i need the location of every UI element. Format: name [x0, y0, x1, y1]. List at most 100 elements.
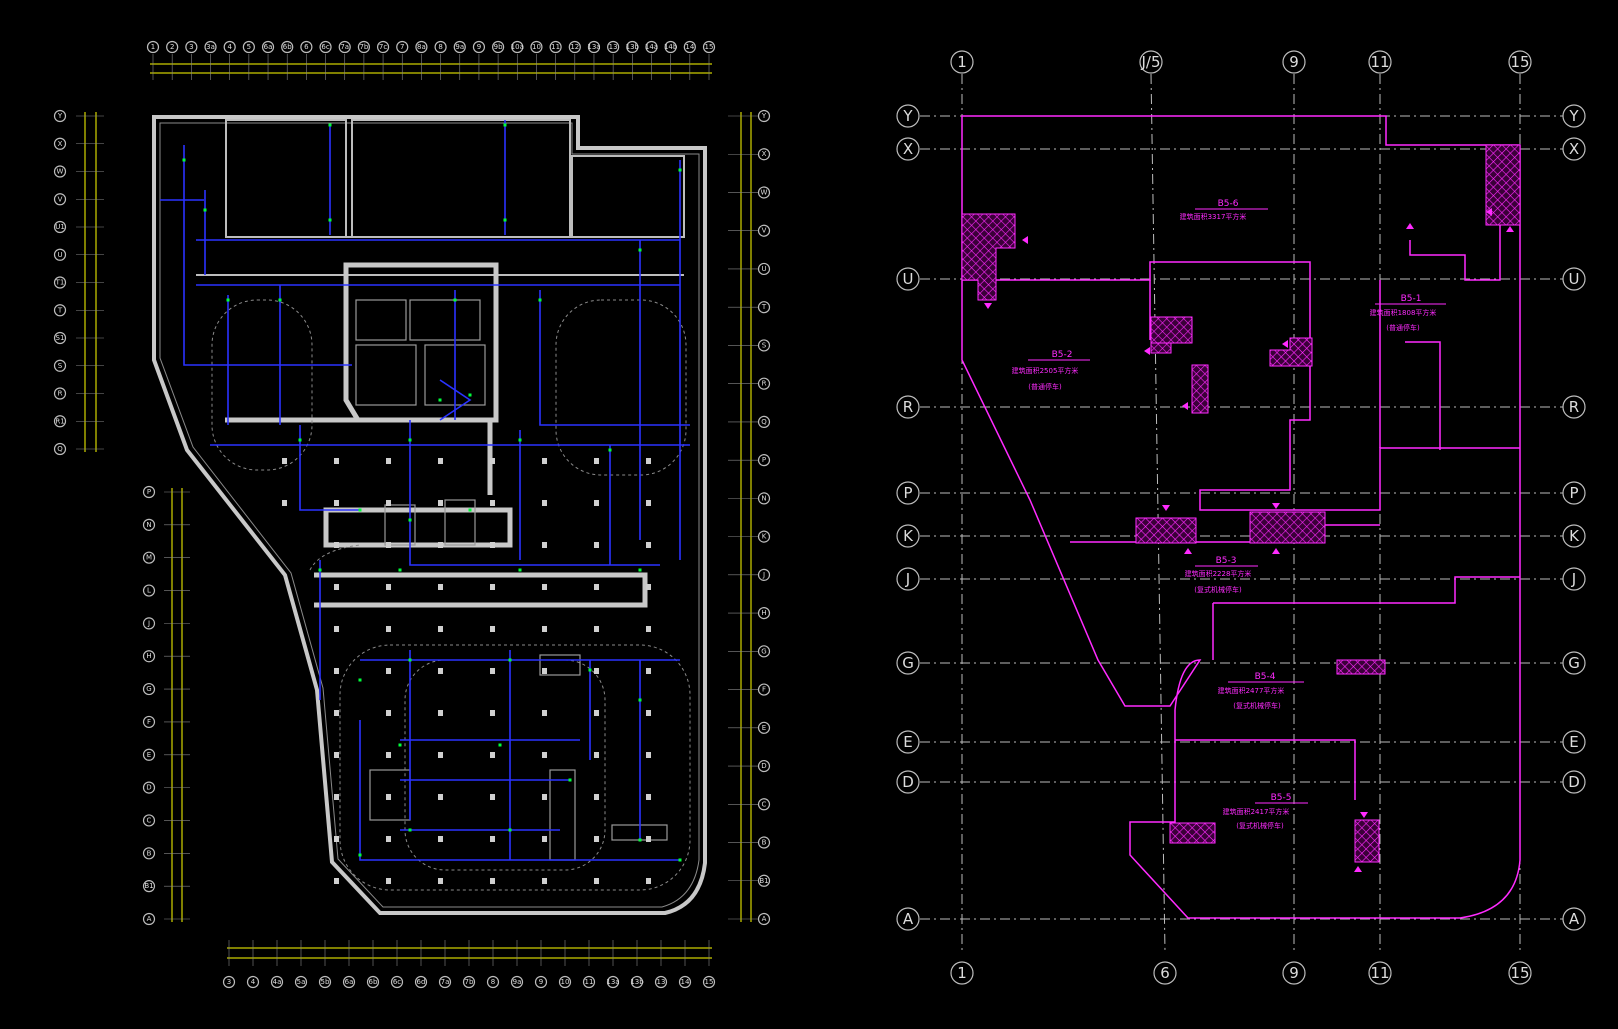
- left-axis-top: 1: [146, 40, 160, 54]
- axis-bubble: [607, 40, 620, 54]
- column: [386, 878, 391, 884]
- axis-bubble: [1368, 961, 1392, 985]
- axis-bubble: [896, 267, 920, 291]
- axis-label: X: [903, 140, 913, 158]
- left-axis-right: A: [757, 912, 771, 926]
- left-axis-top: 5: [242, 40, 255, 54]
- axis-label: 7: [400, 43, 404, 51]
- axis-bubble: [606, 975, 620, 989]
- axis-bubble: [757, 874, 771, 887]
- axis-bubble: [1562, 770, 1586, 794]
- left-axis-right: E: [757, 721, 771, 734]
- axis-bubble: [757, 568, 771, 581]
- axis-label: 7b: [465, 978, 474, 986]
- axis-label: 6: [1160, 964, 1170, 982]
- zone-area: 建筑面积2417平方米: [1223, 807, 1290, 816]
- axis-bubble: [1282, 961, 1306, 985]
- axis-bubble: [757, 109, 771, 123]
- axis-label: F: [762, 686, 766, 694]
- left-axis-top: 14b: [664, 40, 678, 54]
- axis-label: R: [762, 380, 767, 388]
- sprinkler: [182, 158, 186, 162]
- axis-label: M: [146, 554, 152, 562]
- axis-label: B: [762, 839, 767, 847]
- axis-bubble: [1139, 50, 1163, 74]
- column: [646, 752, 651, 758]
- axis-bubble: [757, 683, 771, 696]
- axis-bubble: [757, 530, 771, 543]
- axis-bubble: [342, 975, 356, 989]
- zone-b5-1: B5-1 建筑面积1808平方米 (普通停车): [1370, 294, 1446, 332]
- axis-bubble: [678, 975, 692, 989]
- grid-axis-right: D: [1562, 770, 1586, 794]
- axis-bubble: [53, 109, 67, 123]
- axis-label: G: [902, 654, 914, 672]
- zone-b5-2: B5-2 建筑面积2505平方米 (普通停车): [1012, 350, 1090, 391]
- sprinkler: [678, 858, 682, 862]
- axis-label: 6a: [345, 978, 354, 986]
- left-axis-bottom: 5b: [318, 975, 332, 989]
- axis-bubble: [53, 137, 67, 150]
- axis-label: 4: [251, 978, 256, 986]
- left-axis-bottom: 13b: [630, 975, 644, 989]
- axis-label: J: [1571, 570, 1576, 588]
- sprinkler: [503, 123, 507, 127]
- grid-axis-bottom: 9: [1282, 961, 1306, 985]
- axis-bubble: [486, 975, 500, 989]
- axis-bubble: [281, 40, 294, 54]
- axis-bubble: [53, 248, 67, 261]
- axis-label: 6c: [321, 43, 329, 51]
- axis-label: S: [762, 341, 767, 349]
- axis-bubble: [896, 730, 920, 754]
- axis-bubble: [492, 40, 505, 54]
- column: [438, 668, 443, 674]
- axis-label: 10a: [511, 43, 524, 51]
- axis-label: E: [903, 733, 912, 751]
- axis-label: A: [1569, 910, 1580, 928]
- axis-bubble: [53, 304, 67, 317]
- sprinkler: [638, 568, 642, 572]
- zone-b5-6: B5-6 建筑面积3317平方米: [1180, 199, 1268, 221]
- column: [646, 710, 651, 716]
- axis-label: Y: [902, 107, 913, 125]
- sprinkler: [468, 508, 472, 512]
- axis-label: F: [147, 718, 151, 726]
- axis-label: K: [903, 527, 914, 545]
- left-axis-left-upper: R: [53, 387, 67, 400]
- column: [438, 794, 443, 800]
- axis-bubble: [1562, 651, 1586, 675]
- axis-label: B1: [759, 877, 768, 885]
- sprinkler: [226, 298, 230, 302]
- column: [594, 668, 599, 674]
- axis-label: 14: [681, 978, 690, 986]
- axis-label: Q: [761, 418, 767, 426]
- left-axis-right: N: [757, 492, 771, 505]
- zone-id: B5-3: [1216, 556, 1237, 566]
- column: [542, 626, 547, 632]
- column: [594, 458, 599, 464]
- column: [386, 584, 391, 590]
- column: [594, 752, 599, 758]
- zone-area: 建筑面积1808平方米: [1370, 308, 1437, 317]
- grid-axis-left: J: [896, 567, 920, 591]
- ramps: [211, 299, 691, 891]
- column: [334, 626, 339, 632]
- axis-bubble: [142, 617, 156, 630]
- left-axis-left-lower: A: [142, 912, 156, 926]
- left-axis-right: F: [757, 683, 771, 696]
- axis-label: 14a: [645, 43, 658, 51]
- left-axis-top: 2: [166, 40, 179, 54]
- grid-axis-bottom: 11: [1368, 961, 1392, 985]
- axis-label: 6: [304, 43, 309, 51]
- axis-label: C: [762, 800, 767, 808]
- axis-label: U: [57, 251, 62, 259]
- sprinkler: [638, 838, 642, 842]
- left-axis-left-upper: V: [53, 193, 67, 206]
- axis-label: 15: [705, 43, 714, 51]
- left-axis-top: 7c: [376, 40, 390, 54]
- axis-bubble: [896, 907, 920, 931]
- axis-label: A: [903, 910, 914, 928]
- axis-bubble: [896, 137, 920, 161]
- axis-label: 8: [438, 43, 442, 51]
